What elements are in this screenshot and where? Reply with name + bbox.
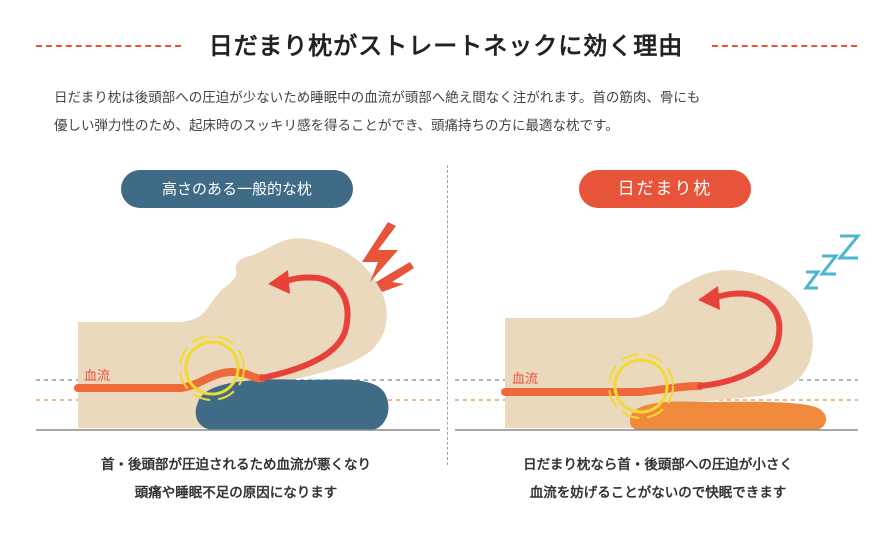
left-blood-label: 血流: [84, 369, 110, 384]
page-title: 日だまり枕がストレートネックに効く理由: [208, 32, 684, 60]
title-dash-left: [36, 45, 181, 47]
right-scene: 血流: [455, 234, 862, 431]
left-caption: 首・後頭部が圧迫されるため血流が悪くなり 頭痛や睡眠不足の原因になります: [26, 451, 446, 507]
left-scene: 血流: [36, 222, 440, 431]
blood-flow-arrow-icon-right: [697, 290, 783, 389]
blood-flow-arrow-icon: [259, 274, 351, 381]
right-caption-line-1: 日だまり枕なら首・後頭部への圧迫が小さく: [523, 457, 793, 473]
blood-flow-arrowhead: [268, 270, 290, 294]
pain-halo-icon: [179, 335, 245, 401]
left-caption-line-1: 首・後頭部が圧迫されるため血流が悪くなり: [101, 457, 371, 473]
right-caption: 日だまり枕なら首・後頭部への圧迫が小さく 血流を妨げることがないので快眠できます: [448, 451, 868, 507]
low-pillow: [630, 401, 827, 430]
center-divider: [447, 165, 448, 465]
right-caption-line-2: 血流を妨げることがないので快眠できます: [529, 485, 787, 501]
high-pillow: [195, 379, 389, 430]
intro-text: 日だまり枕は後頭部への圧迫が少ないため睡眠中の血流が頭部へ絶え間なく注がれます。…: [54, 84, 854, 140]
blood-flow-arrowhead-right: [698, 286, 720, 310]
comfort-halo-icon: [608, 353, 674, 419]
intro-line-2: 優しい弾力性のため、起床時のスッキリ感を得ることができ、頭痛持ちの方に最適な枕で…: [54, 118, 619, 134]
lightning-icon: [362, 222, 414, 292]
label-hidamari-pillow: 日だまり枕: [579, 170, 751, 208]
label-general-pillow: 高さのある一般的な枕: [121, 170, 353, 208]
left-caption-line-2: 頭痛や睡眠不足の原因になります: [134, 485, 338, 501]
blood-flow-path: [74, 367, 266, 392]
intro-line-1: 日だまり枕は後頭部への圧迫が少ないため睡眠中の血流が頭部へ絶え間なく注がれます。…: [54, 90, 701, 106]
title-dash-right: [712, 45, 857, 47]
title-row: 日だまり枕がストレートネックに効く理由: [0, 26, 890, 66]
zzz-icon: [803, 234, 862, 290]
right-blood-label: 血流: [512, 372, 538, 387]
left-person-silhouette: [78, 238, 387, 428]
